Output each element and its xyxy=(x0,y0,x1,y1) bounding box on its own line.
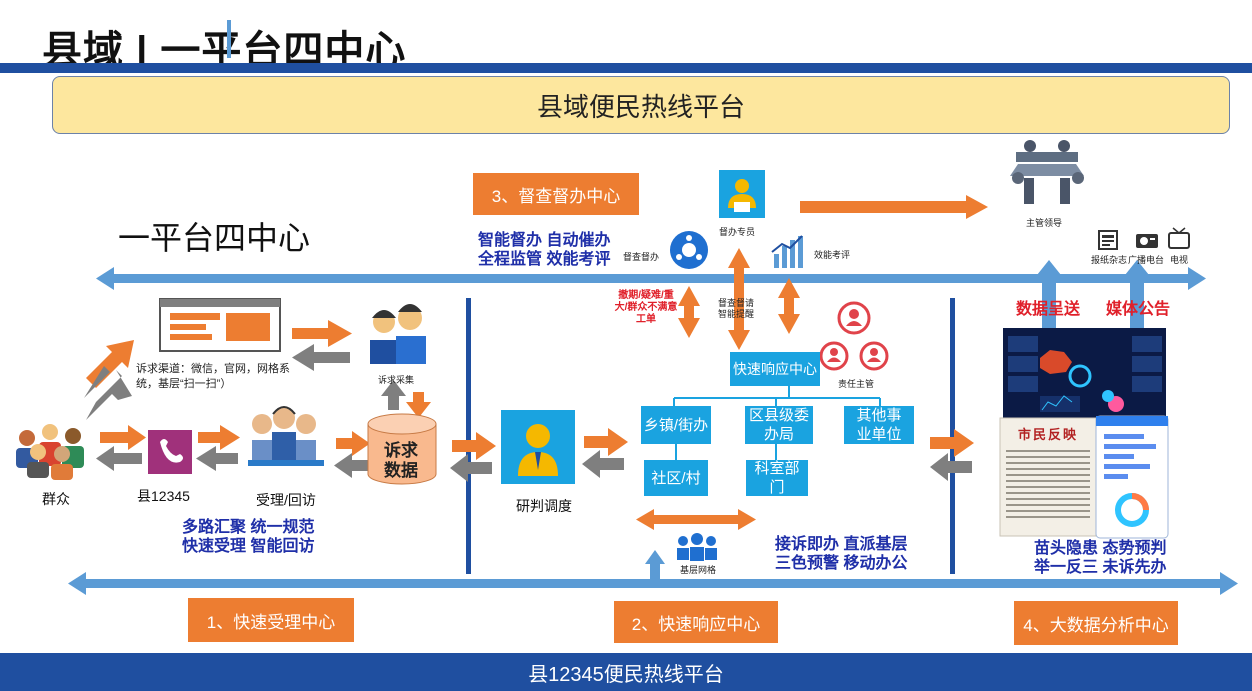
supervision-features-line1: 智能督办 自动催办 xyxy=(478,232,611,249)
diagram-title: 一平台四中心 xyxy=(118,220,311,256)
channel-up-arrow xyxy=(86,340,134,388)
analysis-features-line2: 举一反三 未诉先办 xyxy=(1034,559,1167,576)
grid-double-arrow xyxy=(636,509,756,530)
phone-icon xyxy=(148,430,192,474)
media-notice-up-arrow xyxy=(1121,260,1153,330)
unit-other-institutions: 其他事业单位 xyxy=(844,406,914,444)
reception-to-data-arrow xyxy=(336,431,370,456)
escalation-red-label: 撤期/疑难/重大/群众不满意工单 xyxy=(614,290,678,325)
complaint-data-label-2: 数据 xyxy=(384,461,418,480)
to-analysis-arrow xyxy=(930,429,974,457)
hotline-to-people-arrow xyxy=(96,446,142,471)
efficiency-chart-icon xyxy=(771,235,803,268)
supervision-center-label: 3、督查督办中心 xyxy=(473,173,639,215)
intake-features-line1: 多路汇聚 统一规范 xyxy=(182,519,315,536)
grid-team-icon xyxy=(677,533,717,561)
collect-to-data-arrow xyxy=(406,392,431,418)
data-to-reception-arrow xyxy=(334,453,368,478)
escalation-double-arrow xyxy=(678,286,700,338)
channel-description: 诉求渠道：微信，官网，网格系统，基层“扫一扫”） xyxy=(136,363,290,390)
newspaper-icon xyxy=(1098,230,1118,250)
org-chart-lines xyxy=(673,385,881,460)
grid-caption: 基层网格 xyxy=(680,565,717,575)
intake-features-line2: 快速受理 智能回访 xyxy=(182,538,315,555)
supervision-hub-caption: 督查督办 xyxy=(623,252,660,262)
platform-banner: 县域便民热线平台 xyxy=(52,76,1230,134)
collector-caption: 诉求采集 xyxy=(378,375,415,385)
media-radio-label: 广播电台 xyxy=(1128,255,1165,265)
divider-1 xyxy=(466,298,471,574)
dispatch-person-icon xyxy=(501,410,575,484)
smart-reminder-line2: 智能提醒 xyxy=(718,309,755,319)
channel-down-arrow xyxy=(84,366,132,420)
response-features-line2: 三色预警 移动办公 xyxy=(775,555,908,572)
efficiency-caption: 效能考评 xyxy=(814,250,851,260)
responsible-manager-icon xyxy=(819,301,889,371)
units-to-dispatch-arrow xyxy=(582,450,624,478)
complaint-data-label-1: 诉求 xyxy=(384,441,418,460)
officer-response-double-arrow xyxy=(728,248,750,350)
media-tv-label: 电视 xyxy=(1170,255,1189,265)
officer-icon xyxy=(719,170,765,218)
from-collector-arrow xyxy=(292,344,350,371)
data-to-collect-arrow xyxy=(381,380,406,410)
analysis-features-line1: 苗头隐患 态势预判 xyxy=(1034,540,1167,557)
media-notice-label: 媒体公告 xyxy=(1106,301,1171,318)
intake-center-label: 1、快速受理中心 xyxy=(188,598,354,642)
unit-county-bureau: 区县级委办局 xyxy=(745,406,813,444)
people-label: 群众 xyxy=(42,491,70,507)
divider-2 xyxy=(950,298,955,574)
dashboard-screenshot xyxy=(1003,328,1166,420)
operators-icon xyxy=(248,406,324,466)
hotline-to-reception-arrow xyxy=(198,425,240,450)
from-analysis-arrow xyxy=(930,453,972,481)
to-collector-arrow xyxy=(292,320,352,347)
data-to-dispatch-arrow xyxy=(452,432,496,460)
analysis-center-label: 4、大数据分析中心 xyxy=(1014,601,1178,645)
dispatch-to-units-arrow xyxy=(584,428,628,456)
officer-to-leader-arrow xyxy=(800,195,988,219)
supervision-hub-icon xyxy=(670,231,708,269)
unit-department: 科室部门 xyxy=(746,460,808,496)
eval-response-double-arrow xyxy=(778,278,800,334)
leader-caption: 主管领导 xyxy=(1026,218,1063,228)
newspaper-clipping xyxy=(999,417,1097,537)
grid-up-arrow xyxy=(645,550,665,584)
responsible-caption: 责任主管 xyxy=(838,379,875,389)
dispatch-to-data-arrow xyxy=(450,454,492,482)
data-send-label: 数据呈送 xyxy=(1016,301,1081,318)
tv-icon xyxy=(1168,227,1190,249)
unit-township: 乡镇/街办 xyxy=(641,406,711,444)
people-crowd-icon xyxy=(16,424,84,480)
mobile-report-screenshot xyxy=(1095,415,1169,539)
footer-bar: 县12345便民热线平台 xyxy=(0,653,1252,691)
dispatch-label: 研判调度 xyxy=(516,498,572,514)
smart-reminder-line1: 督查督请 xyxy=(718,298,755,308)
response-center-label: 2、快速响应中心 xyxy=(614,601,778,643)
media-newspaper-label: 报纸杂志 xyxy=(1091,255,1128,265)
officer-caption: 督办专员 xyxy=(719,227,756,237)
people-to-hotline-arrow xyxy=(100,425,146,450)
reception-to-hotline-arrow xyxy=(196,446,238,471)
response-center-box: 快速响应中心 xyxy=(730,352,820,386)
supervision-features-line2: 全程监管 效能考评 xyxy=(478,251,611,268)
top-axis-arrow xyxy=(96,267,1206,290)
reception-label: 受理/回访 xyxy=(256,492,316,508)
leader-meeting-icon xyxy=(1010,140,1084,204)
newspaper-headline: 市民反映 xyxy=(1018,427,1079,442)
data-cylinder xyxy=(367,413,437,485)
title-bar xyxy=(0,63,1252,73)
response-features-line1: 接诉即办 直派基层 xyxy=(775,536,908,553)
unit-community: 社区/村 xyxy=(644,460,708,496)
data-send-up-arrow xyxy=(1033,260,1065,330)
collector-icon xyxy=(370,304,426,364)
hotline-label: 县12345 xyxy=(137,488,190,504)
radio-icon xyxy=(1136,234,1158,248)
web-channel-icon xyxy=(159,298,281,352)
title-cursor xyxy=(227,20,231,58)
